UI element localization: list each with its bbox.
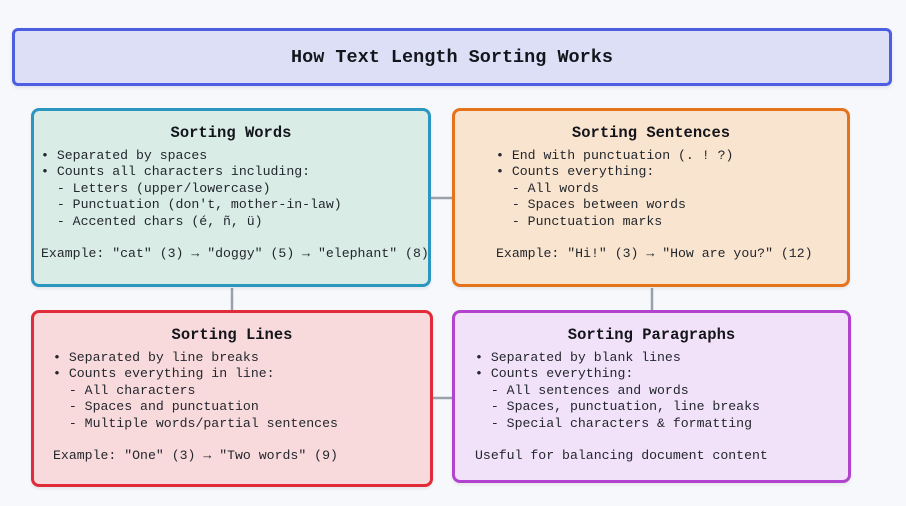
node-sorting-words: Sorting Words • Separated by spaces• Cou… bbox=[31, 108, 431, 287]
text-line: - Punctuation (don't, mother-in-law) bbox=[41, 197, 342, 213]
node-body-sorting-words: • Separated by spaces• Counts all charac… bbox=[34, 148, 429, 263]
text-line bbox=[41, 230, 428, 246]
text-line: • Separated by blank lines bbox=[475, 350, 681, 365]
text-line: Useful for balancing document content bbox=[475, 448, 768, 464]
text-line: • Counts all characters including: bbox=[41, 164, 311, 180]
text-line bbox=[496, 230, 847, 246]
text-line: - All sentences and words bbox=[475, 382, 689, 398]
text-line: - Punctuation marks bbox=[496, 213, 663, 229]
text-line: • Counts everything: bbox=[496, 164, 655, 180]
text-line: • Counts everything in line: bbox=[53, 366, 275, 382]
text-line: - All characters bbox=[53, 382, 196, 398]
text-line: Example: "cat" (3) → "doggy" (5) → "elep… bbox=[41, 246, 429, 262]
node-sorting-sentences: Sorting Sentences • End with punctuation… bbox=[452, 108, 850, 287]
node-body-sorting-lines: • Separated by line breaks• Counts every… bbox=[34, 350, 430, 465]
text-line: - Multiple words/partial sentences bbox=[53, 415, 338, 431]
title-banner: How Text Length Sorting Works bbox=[12, 28, 892, 86]
text-line bbox=[53, 432, 430, 448]
text-line: - Spaces and punctuation bbox=[53, 399, 259, 415]
text-line: • End with punctuation (. ! ?) bbox=[496, 148, 734, 163]
text-line: - Spaces between words bbox=[496, 197, 686, 213]
node-sorting-paragraphs: Sorting Paragraphs • Separated by blank … bbox=[452, 310, 851, 483]
text-line bbox=[475, 432, 848, 448]
text-line: - Accented chars (é, ñ, ü) bbox=[41, 213, 263, 229]
text-line: Example: "Hi!" (3) → "How are you?" (12) bbox=[496, 246, 813, 262]
text-line: - Letters (upper/lowercase) bbox=[41, 180, 271, 196]
text-line: • Separated by spaces bbox=[41, 148, 208, 163]
node-body-sorting-paragraphs: • Separated by blank lines• Counts every… bbox=[455, 350, 848, 465]
text-line: - Spaces, punctuation, line breaks bbox=[475, 399, 760, 415]
text-line: • Separated by line breaks bbox=[53, 350, 259, 365]
node-body-sorting-sentences: • End with punctuation (. ! ?)• Counts e… bbox=[455, 148, 847, 263]
node-title-sorting-lines: Sorting Lines bbox=[171, 326, 293, 344]
node-sorting-lines: Sorting Lines • Separated by line breaks… bbox=[31, 310, 433, 487]
node-title-sorting-paragraphs: Sorting Paragraphs bbox=[567, 326, 736, 344]
text-line: - All words bbox=[496, 180, 599, 196]
node-title-sorting-sentences: Sorting Sentences bbox=[571, 124, 731, 142]
text-line: • Counts everything: bbox=[475, 366, 634, 382]
text-line: Example: "One" (3) → "Two words" (9) bbox=[53, 448, 338, 464]
diagram-title: How Text Length Sorting Works bbox=[291, 46, 613, 68]
node-title-sorting-words: Sorting Words bbox=[170, 124, 292, 142]
text-line: - Special characters & formatting bbox=[475, 415, 752, 431]
